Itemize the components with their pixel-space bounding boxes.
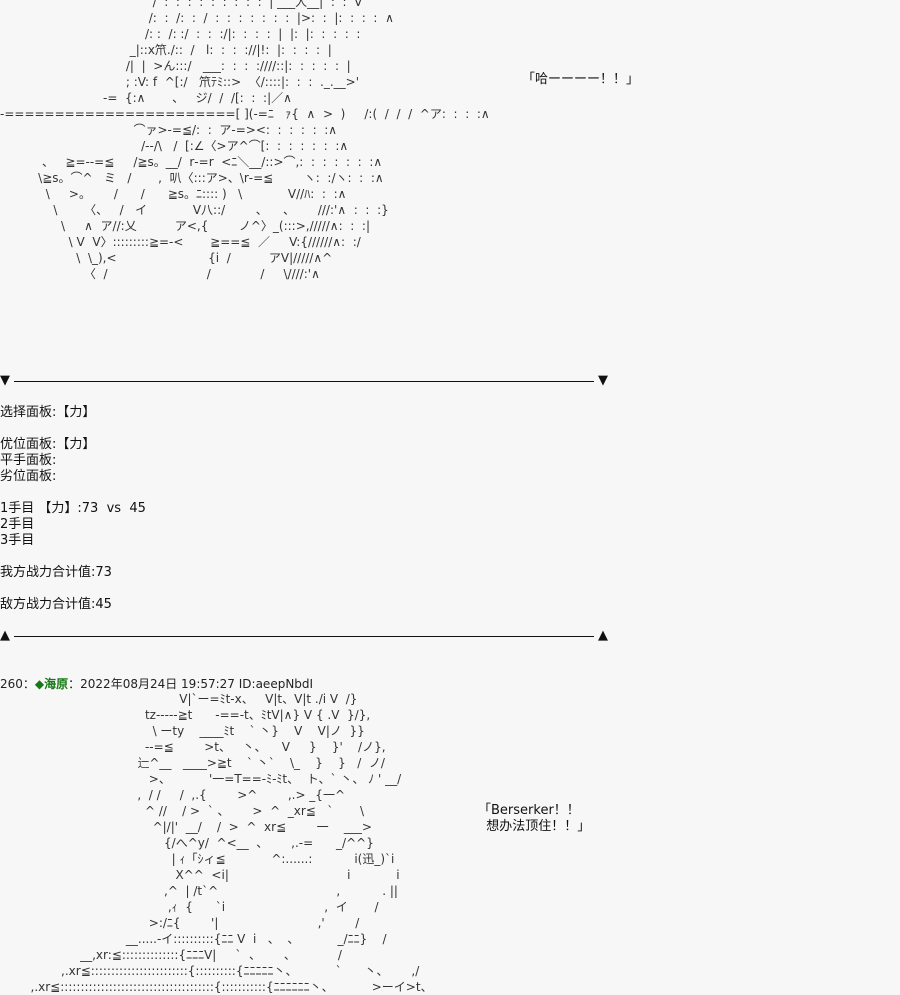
post-header: 260：◆海原：2022年08月24日 19:57:27 ID:aeepNbdI: [0, 676, 313, 692]
poster-name: ◆海原: [34, 677, 69, 691]
divider-end-rule: [14, 636, 594, 637]
disadvantage-panel: 劣位面板:: [0, 469, 57, 484]
round-1: 1手目 【力】:73 vs 45: [0, 501, 146, 516]
select-panel: 选择面板:【力】: [0, 405, 96, 420]
divider-end-left: ▲: [0, 628, 10, 643]
ascii-art-bottom: V|`ー=ﾐt-x、 V|t、V|t ./i V /} tz-----≧t -=…: [30, 692, 433, 994]
our-total: 我方战力合计值:73: [0, 565, 112, 580]
post-separator: ：: [22, 677, 35, 691]
enemy-total: 敌方战力合计值:45: [0, 597, 112, 612]
divider-end-right: ▲: [598, 628, 608, 643]
divider-start-left: ▼: [0, 373, 10, 388]
ascii-art-top: / : : : : : : : : : | ___人__| : : V /: :…: [0, 0, 490, 281]
divider-start-right: ▼: [598, 373, 608, 388]
divider-end: ▲ ▲: [0, 628, 608, 644]
advantage-panel: 优位面板:【力】: [0, 437, 96, 452]
round-2: 2手目: [0, 517, 35, 532]
divider-start-rule: [14, 381, 594, 382]
post-number[interactable]: 260: [0, 677, 23, 691]
divider-start: ▼ ▼: [0, 373, 608, 389]
speech-bottom: 「Berserker！！ 想办法顶住！！」: [478, 803, 591, 834]
speech-top: 「哈ーーーー！！」: [522, 72, 640, 87]
post-meta: ：2022年08月24日 19:57:27 ID:aeepNbdI: [68, 677, 314, 691]
round-3: 3手目: [0, 533, 35, 548]
even-panel: 平手面板:: [0, 453, 57, 468]
